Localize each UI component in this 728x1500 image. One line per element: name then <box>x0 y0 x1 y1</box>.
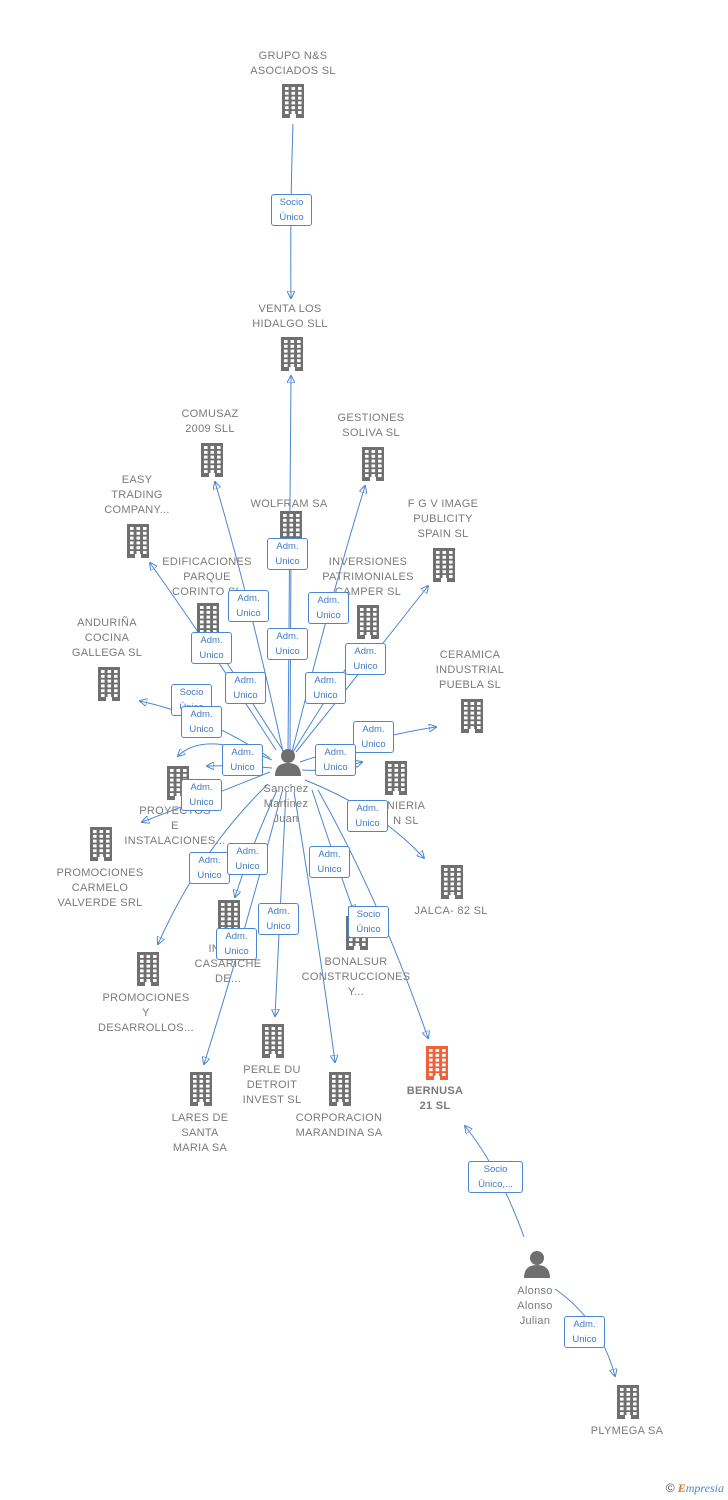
company-name-label[interactable]: INDU S CASARICHE DE... <box>194 943 262 985</box>
company-name-label[interactable]: ANDURIÑA COCINA GALLEGA SL <box>71 617 143 659</box>
company-name-label[interactable]: BONALSUR CONSTRUCCIONES Y... <box>301 956 411 998</box>
building-icon[interactable] <box>383 761 409 800</box>
building-icon[interactable] <box>459 699 485 738</box>
building-icon[interactable] <box>279 337 305 376</box>
edge-role-label[interactable]: Adm. Unico <box>258 903 299 935</box>
company-name-label[interactable]: PROMOCIONES CARMELO VALVERDE SRL <box>56 867 144 909</box>
building-icon[interactable] <box>360 447 386 486</box>
company-name-label[interactable]: CERAMICA INDUSTRIAL PUEBLA SL <box>435 649 505 691</box>
company-name-label[interactable]: GRUPO N&S ASOCIADOS SL <box>250 50 336 77</box>
company-name-label[interactable]: EASY TRADING COMPANY... <box>104 474 170 516</box>
building-icon[interactable] <box>431 548 457 587</box>
person-name-label[interactable]: Alonso Alonso Julian <box>517 1285 553 1327</box>
person-icon[interactable] <box>523 1250 551 1283</box>
building-icon[interactable] <box>135 952 161 991</box>
relation-edge <box>293 791 335 1062</box>
company-name-label[interactable]: PLYMEGA SA <box>590 1425 664 1437</box>
edge-role-label[interactable]: Adm. Unico <box>315 744 356 776</box>
person-icon[interactable] <box>274 748 302 781</box>
edge-role-label[interactable]: Adm. Unico <box>353 721 394 753</box>
company-name-label[interactable]: PERLE DU DETROIT INVEST SL <box>242 1064 302 1106</box>
company-name-label[interactable]: NIERIA N SL <box>386 800 426 827</box>
person-name-label[interactable]: Sanchez Martinez Juan <box>263 783 309 825</box>
edge-role-label[interactable]: Socio Único <box>348 906 389 938</box>
building-icon[interactable] <box>424 1046 450 1085</box>
building-icon[interactable] <box>96 667 122 706</box>
edge-role-label[interactable]: Socio Único <box>271 194 312 226</box>
edge-role-label[interactable]: Adm. Unico <box>345 643 386 675</box>
edge-role-label[interactable]: Adm. Unico <box>181 779 222 811</box>
building-icon[interactable] <box>355 605 381 644</box>
company-name-label[interactable]: CORPORACION MARANDINA SA <box>295 1112 383 1139</box>
edge-role-label[interactable]: Adm. Unico <box>227 843 268 875</box>
edge-role-label[interactable]: Adm. Unico <box>216 928 257 960</box>
edge-role-label[interactable]: Adm. Unico <box>228 590 269 622</box>
edge-role-label[interactable]: Adm. Unico <box>225 672 266 704</box>
company-name-label[interactable]: PROMOCIONES Y DESARROLLOS... <box>98 992 194 1034</box>
edge-role-label[interactable]: Adm. Unico <box>347 800 388 832</box>
building-icon[interactable] <box>439 865 465 904</box>
edge-role-label[interactable]: Adm. Unico <box>564 1316 605 1348</box>
company-name-label[interactable]: VENTA LOS HIDALGO SLL <box>252 303 328 330</box>
building-icon[interactable] <box>195 603 221 642</box>
company-name-label[interactable]: JALCA- 82 SL <box>414 905 488 917</box>
company-name-label[interactable]: F G V IMAGE PUBLICITY SPAIN SL <box>407 498 479 540</box>
company-name-label[interactable]: EDIFICACIONES PARQUE CORINTO SL <box>162 556 252 598</box>
building-icon[interactable] <box>327 1072 353 1111</box>
company-name-label[interactable]: WOLFRAM SA <box>250 498 328 510</box>
company-name-label[interactable]: PROYECTOS E INSTALACIONES... <box>124 805 226 847</box>
building-icon[interactable] <box>188 1072 214 1111</box>
building-icon[interactable] <box>199 443 225 482</box>
watermark-text: mpresia <box>685 1481 724 1495</box>
edge-role-label[interactable]: Adm. Unico <box>309 846 350 878</box>
company-name-label[interactable]: GESTIONES SOLIVA SL <box>337 412 405 439</box>
edge-role-label[interactable]: Adm. Unico <box>267 628 308 660</box>
edge-role-label[interactable]: Adm. Unico <box>189 852 230 884</box>
company-name-label[interactable]: COMUSAZ 2009 SLL <box>181 408 239 435</box>
edge-role-label[interactable]: Adm. Unico <box>181 706 222 738</box>
company-name-label[interactable]: BERNUSA 21 SL <box>406 1085 464 1112</box>
building-icon[interactable] <box>615 1385 641 1424</box>
watermark-letter-e: E <box>677 1481 686 1495</box>
copyright-symbol: © <box>665 1481 675 1495</box>
edge-role-label[interactable]: Adm. Unico <box>267 538 308 570</box>
edge-role-label[interactable]: Adm. Unico <box>308 592 349 624</box>
building-icon[interactable] <box>88 827 114 866</box>
edge-role-label[interactable]: Socio Único,... <box>468 1161 523 1193</box>
company-name-label[interactable]: LARES DE SANTA MARIA SA <box>171 1112 229 1154</box>
edge-role-label[interactable]: Adm. Unico <box>191 632 232 664</box>
company-name-label[interactable]: INVERSIONES PATRIMONIALES CAMPER SL <box>322 556 414 598</box>
edge-role-label[interactable]: Adm. Unico <box>305 672 346 704</box>
edge-role-label[interactable]: Adm. Unico <box>222 744 263 776</box>
building-icon[interactable] <box>280 84 306 123</box>
empresia-watermark[interactable]: © Empresia <box>666 1481 724 1496</box>
building-icon[interactable] <box>125 524 151 563</box>
building-icon[interactable] <box>260 1024 286 1063</box>
